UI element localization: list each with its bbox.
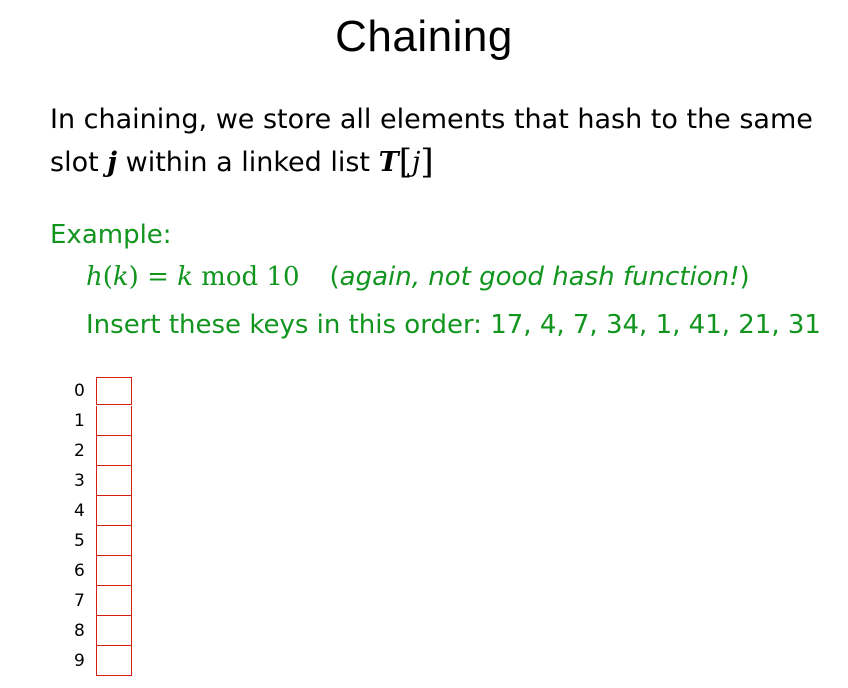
formula-equals: = <box>138 262 178 292</box>
slot-index: 1 <box>74 411 85 431</box>
formula-paren-close: ) <box>128 262 139 292</box>
slot-cell <box>96 646 132 676</box>
hash-slot: 0 <box>74 376 132 406</box>
bracket-close: ] <box>420 142 434 182</box>
hash-table: 0 1 2 3 4 5 6 7 8 9 <box>74 376 132 676</box>
slot-index: 7 <box>74 591 85 611</box>
note-paren-open: ( <box>329 262 340 292</box>
hash-formula: h(k) = k mod 10 <box>86 262 300 292</box>
slot-cell <box>96 377 132 405</box>
note-paren-close: ) <box>739 262 750 292</box>
slot-index: 9 <box>74 651 85 671</box>
slot-index: 5 <box>74 531 85 551</box>
intro-line-2: slot j within a linked list T[j] <box>50 142 434 182</box>
formula-k: k <box>177 262 193 292</box>
slot-index: 4 <box>74 501 85 521</box>
slot-cell <box>96 526 132 556</box>
bracket-variable-j: j <box>411 147 421 178</box>
hash-slot: 8 <box>74 616 132 646</box>
hash-slot: 2 <box>74 436 132 466</box>
slot-cell <box>96 586 132 616</box>
slot-variable-j: j <box>107 147 118 178</box>
slot-cell <box>96 496 132 526</box>
hash-slot: 7 <box>74 586 132 616</box>
note-text: again, not good hash function! <box>339 262 740 292</box>
slot-index: 6 <box>74 561 85 581</box>
slot-index: 0 <box>74 381 85 401</box>
formula-k-arg: k <box>112 262 129 292</box>
slot-cell <box>96 436 132 466</box>
intro-line-2-middle: within a linked list <box>117 147 379 178</box>
slide-title: Chaining <box>335 12 513 61</box>
formula-h: h <box>86 262 103 292</box>
hash-formula-line: h(k) = k mod 10(again, not good hash fun… <box>86 262 750 292</box>
slot-index: 8 <box>74 621 85 641</box>
slot-cell <box>96 466 132 496</box>
slot-cell <box>96 616 132 646</box>
slot-cell <box>96 556 132 586</box>
slot-index: 2 <box>74 441 85 461</box>
bracket-open: [ <box>398 142 412 182</box>
intro-line-2-prefix: slot <box>50 147 108 178</box>
table-variable-T: T <box>378 147 399 178</box>
slot-index: 3 <box>74 471 85 491</box>
formula-mod-10: mod 10 <box>192 262 300 292</box>
hash-slot: 5 <box>74 526 132 556</box>
hash-slot: 4 <box>74 496 132 526</box>
formula-paren-open: ( <box>102 262 113 292</box>
hash-slot: 6 <box>74 556 132 586</box>
intro-line-1: In chaining, we store all elements that … <box>50 104 813 135</box>
hash-slot: 3 <box>74 466 132 496</box>
slot-cell <box>96 406 132 436</box>
hash-note: (again, not good hash function!) <box>330 262 750 292</box>
hash-slot: 9 <box>74 646 132 676</box>
hash-slot: 1 <box>74 406 132 436</box>
insert-keys-line: Insert these keys in this order: 17, 4, … <box>86 310 821 340</box>
example-label: Example: <box>50 220 172 250</box>
